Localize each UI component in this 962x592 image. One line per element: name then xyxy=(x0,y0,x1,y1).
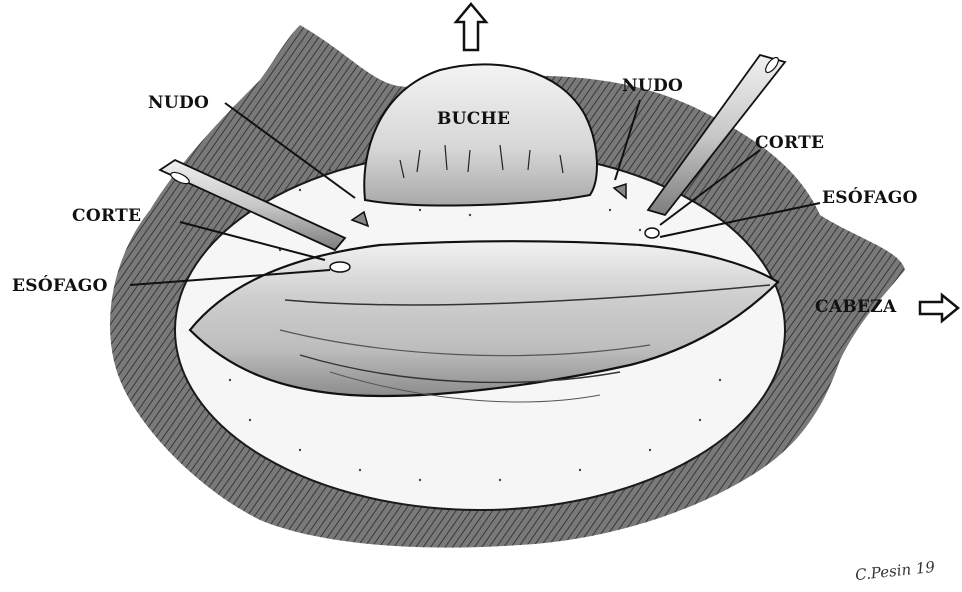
label-esofago-right: ESÓFAGO xyxy=(822,188,918,208)
label-nudo-left: NUDO xyxy=(148,93,209,113)
label-buche: BUCHE xyxy=(437,109,510,129)
cut-right xyxy=(645,228,659,238)
label-nudo-right: NUDO xyxy=(622,76,683,96)
label-corte-left: CORTE xyxy=(72,206,141,226)
right-arrow-outline-icon xyxy=(920,295,958,321)
label-esofago-left: ESÓFAGO xyxy=(12,276,108,296)
label-cabeza: CABEZA xyxy=(815,297,896,317)
up-arrow-outline-icon xyxy=(456,4,486,50)
cut-left xyxy=(330,262,350,272)
label-corte-right: CORTE xyxy=(755,133,824,153)
